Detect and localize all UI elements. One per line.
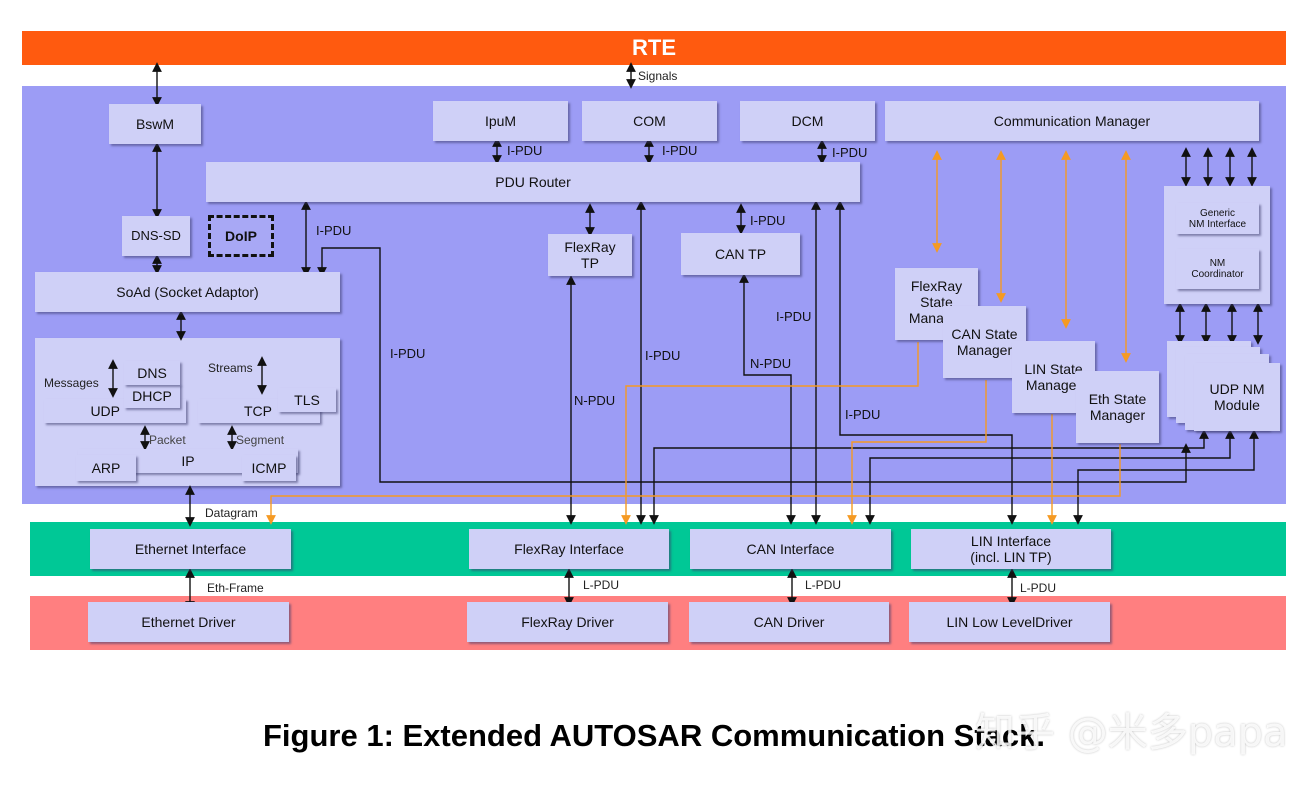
lin-driver-box[interactable]: LIN Low LevelDriver bbox=[909, 602, 1110, 642]
messages-label: Messages bbox=[44, 376, 99, 390]
generic-nm-interface-box[interactable]: Generic NM Interface bbox=[1176, 203, 1259, 234]
lin-interface-box[interactable]: LIN Interface (incl. LIN TP) bbox=[911, 529, 1111, 569]
streams-label: Streams bbox=[208, 361, 253, 375]
rte-label: RTE bbox=[632, 35, 676, 60]
tls-box[interactable]: TLS bbox=[278, 388, 336, 412]
lpdu-label-can: L-PDU bbox=[805, 578, 842, 592]
comm-box[interactable]: Communication Manager bbox=[885, 101, 1259, 141]
ipdu-label-soad: I-PDU bbox=[316, 223, 352, 238]
dhcp-box[interactable]: DHCP bbox=[124, 384, 180, 408]
doip-box[interactable]: DoIP bbox=[208, 215, 274, 257]
ipdu-label-lin: I-PDU bbox=[845, 407, 881, 422]
arp-box[interactable]: ARP bbox=[76, 455, 136, 481]
dns-box[interactable]: DNS bbox=[124, 361, 180, 385]
npdu-label-can: N-PDU bbox=[750, 356, 792, 371]
can-sm-box[interactable]: CAN State Manager bbox=[943, 306, 1026, 378]
dcm-box[interactable]: DCM bbox=[740, 101, 875, 141]
icmp-box[interactable]: ICMP bbox=[242, 455, 296, 481]
signals-label: Signals bbox=[638, 69, 678, 83]
datagram-label: Datagram bbox=[205, 506, 258, 520]
packet-label: Packet bbox=[149, 433, 186, 447]
nm-coordinator-box[interactable]: NM Coordinator bbox=[1176, 249, 1259, 289]
udp-nm-module-box[interactable]: UDP NM Module bbox=[1194, 363, 1280, 431]
lpdu-label-lin: L-PDU bbox=[1020, 581, 1057, 595]
ipdu-label-can: I-PDU bbox=[776, 309, 812, 324]
ipdu-label-dcm: I-PDU bbox=[832, 145, 868, 160]
can-interface-box[interactable]: CAN Interface bbox=[690, 529, 891, 569]
ipdum-box[interactable]: IpuM bbox=[433, 101, 568, 141]
pdu-router-box[interactable]: PDU Router bbox=[206, 162, 860, 202]
segment-label: Segment bbox=[236, 433, 285, 447]
can-driver-box[interactable]: CAN Driver bbox=[689, 602, 889, 642]
ipdu-label-com: I-PDU bbox=[662, 143, 698, 158]
ethernet-driver-box[interactable]: Ethernet Driver bbox=[88, 602, 289, 642]
eth-sm-box[interactable]: Eth State Manager bbox=[1076, 371, 1159, 443]
rte-bar: RTE bbox=[22, 31, 1286, 65]
flexray-driver-box[interactable]: FlexRay Driver bbox=[467, 602, 668, 642]
npdu-label-fr: N-PDU bbox=[574, 393, 616, 408]
eth-frame-label: Eth-Frame bbox=[207, 581, 264, 595]
dns-sd-box[interactable]: DNS-SD bbox=[122, 216, 190, 256]
lpdu-label-fr: L-PDU bbox=[583, 578, 620, 592]
ipdu-label-cantp: I-PDU bbox=[750, 213, 786, 228]
ipdu-label-eth: I-PDU bbox=[390, 346, 426, 361]
watermark: 知乎 @米多papa bbox=[975, 710, 1288, 756]
com-box[interactable]: COM bbox=[582, 101, 717, 141]
bswm-box[interactable]: BswM bbox=[109, 104, 201, 144]
ipdu-label-ipdum: I-PDU bbox=[507, 143, 543, 158]
figure-caption: Figure 1: Extended AUTOSAR Communication… bbox=[262, 718, 1045, 753]
can-tp-box[interactable]: CAN TP bbox=[681, 233, 800, 275]
ethernet-interface-box[interactable]: Ethernet Interface bbox=[90, 529, 291, 569]
flexray-tp-box[interactable]: FlexRay TP bbox=[548, 234, 632, 276]
flexray-interface-box[interactable]: FlexRay Interface bbox=[469, 529, 669, 569]
soad-box[interactable]: SoAd (Socket Adaptor) bbox=[35, 272, 340, 312]
ipdu-label-fr: I-PDU bbox=[645, 348, 681, 363]
